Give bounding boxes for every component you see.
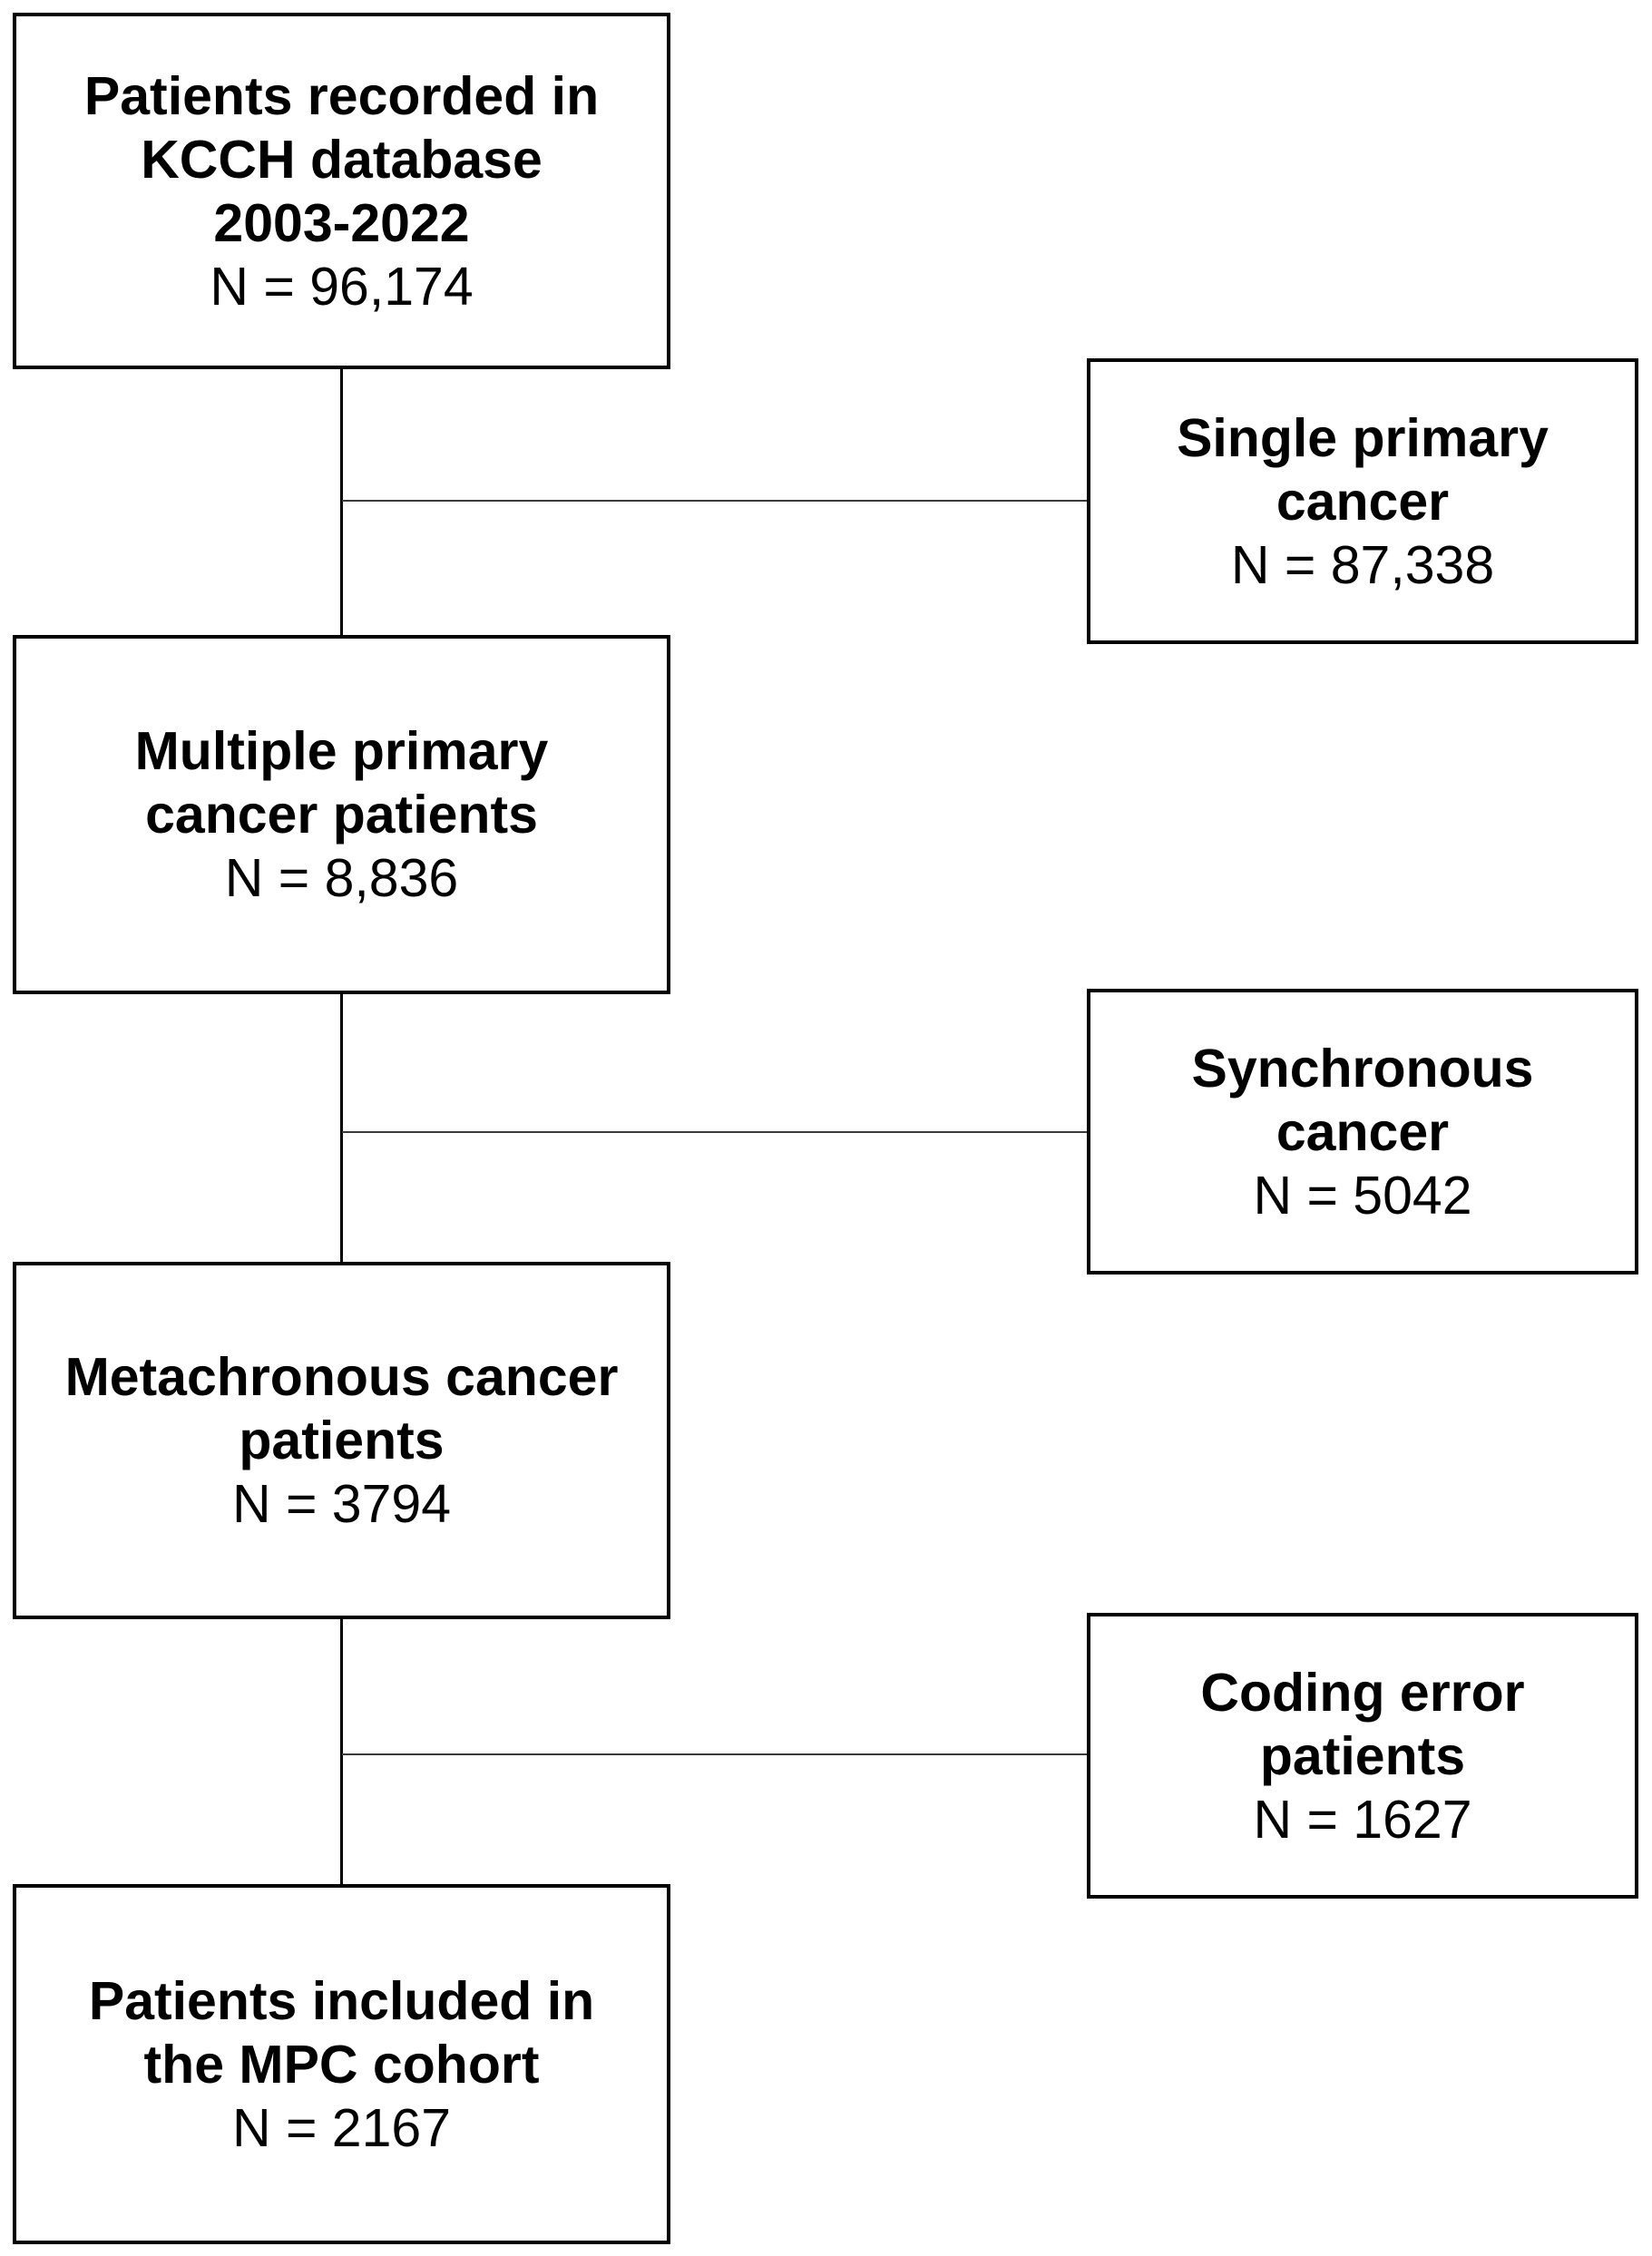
box-n-value: N = 96,174 — [210, 256, 474, 317]
box-single-primary-cancer: Single primary cancer N = 87,338 — [1087, 358, 1638, 644]
box-n-value: N = 5042 — [1253, 1165, 1472, 1226]
box-title-line: Synchronous — [1191, 1038, 1534, 1099]
connector-vertical-segment-1 — [340, 367, 343, 637]
box-title-line: Single primary — [1177, 407, 1549, 468]
box-n-value: N = 3794 — [231, 1474, 452, 1534]
box-title-line: Patients included in — [88, 1970, 595, 2031]
box-n-value: N = 87,338 — [1230, 534, 1495, 595]
connector-horizontal-segment-3 — [342, 1753, 1088, 1755]
box-title-line: Metachronous cancer — [64, 1347, 619, 1407]
box-title-line: Patients recorded in — [83, 65, 600, 126]
box-coding-error-patients: Coding error patients N = 1627 — [1087, 1613, 1638, 1899]
connector-vertical-segment-2 — [340, 992, 343, 1264]
box-kcch-database: Patients recorded in KCCH database 2003-… — [13, 13, 670, 369]
box-n-value: N = 2167 — [231, 2097, 452, 2158]
box-synchronous-cancer: Synchronous cancer N = 5042 — [1087, 989, 1638, 1274]
box-title-line: cancer — [1276, 1101, 1450, 1162]
connector-horizontal-segment-2 — [342, 1131, 1088, 1133]
connector-vertical-segment-3 — [340, 1617, 343, 1886]
box-title-line: Coding error — [1200, 1662, 1525, 1723]
box-title-line: 2003-2022 — [213, 192, 470, 253]
box-title-line: patients — [1259, 1725, 1466, 1786]
box-title-line: patients — [239, 1411, 445, 1470]
box-mpc-cohort: Patients included in the MPC cohort N = … — [13, 1884, 670, 2244]
box-multiple-primary-cancer: Multiple primary cancer patients N = 8,8… — [13, 635, 670, 994]
box-title-line: Multiple primary — [134, 721, 549, 781]
box-title-line: KCCH database — [141, 129, 543, 190]
box-metachronous-cancer: Metachronous cancer patients N = 3794 — [13, 1262, 670, 1619]
box-n-value: N = 1627 — [1253, 1789, 1472, 1850]
box-title-line: cancer — [1276, 471, 1450, 532]
box-title-line: the MPC cohort — [143, 2034, 540, 2095]
connector-horizontal-segment-1 — [342, 500, 1088, 502]
box-title-line: cancer patients — [145, 785, 538, 845]
box-n-value: N = 8,836 — [224, 848, 459, 908]
